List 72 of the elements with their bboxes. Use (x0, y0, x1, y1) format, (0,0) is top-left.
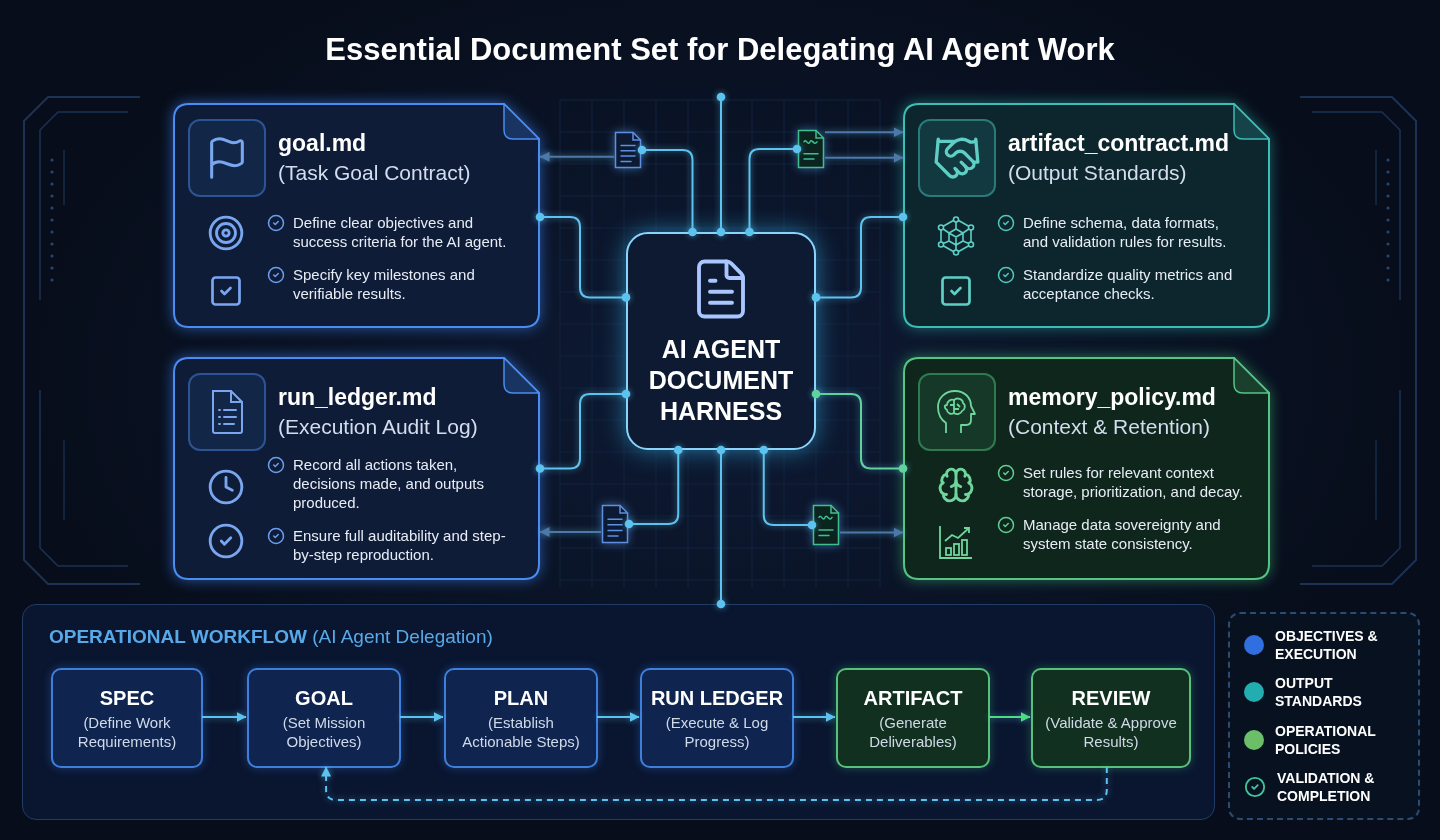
bullet-text: Set rules for relevant context storage, prioritization, and decay. (1023, 463, 1244, 501)
step-title: RUN LEDGER (650, 685, 784, 710)
dashed-arrow (321, 766, 1108, 801)
step-subtitle: (Set Mission Objectives) (281, 712, 367, 751)
bullet-text: Manage data sovereignty and system state consistency. (1023, 515, 1222, 553)
step-title: SPEC (99, 685, 155, 710)
legend-label: OPERATIONAL POLICIES (1275, 721, 1377, 758)
document-icon (601, 504, 629, 544)
card-subtitle: (Execution Audit Log) (278, 414, 478, 440)
process-box (247, 668, 401, 768)
connector-line (811, 212, 908, 302)
bullet-text: Record all actions taken, decisions made, and outputs produced. (293, 455, 485, 512)
arrow (824, 152, 904, 163)
connector-line (716, 445, 726, 609)
card-subtitle: (Output Standards) (1008, 160, 1187, 186)
document-icon (614, 131, 642, 169)
legend-label: VALIDATION & COMPLETION (1277, 769, 1376, 805)
connector-line (811, 389, 908, 473)
document-card (173, 357, 540, 580)
card-title: memory_policy.md (1008, 383, 1216, 411)
bullet-text: Standardize quality metrics and acceptance checks. (1023, 265, 1234, 303)
card-title: artifact_contract.md (1008, 129, 1230, 157)
step-title: ARTIFACT (863, 685, 963, 710)
arrow (596, 712, 640, 722)
card-subtitle: (Task Goal Contract) (278, 160, 471, 186)
step-title: PLAN (493, 685, 549, 710)
bullet-text: Define schema, data formats, and validation rules for results. (1023, 213, 1228, 251)
document-card (173, 103, 540, 328)
hub-title: AI AGENT DOCUMENT HARNESS (647, 334, 795, 427)
arrow (839, 527, 904, 538)
document-icon (797, 129, 825, 169)
arrow (792, 712, 836, 722)
arrow (201, 712, 247, 722)
panel-heading: OPERATIONAL WORKFLOW (AI Agent Delegation) (49, 625, 493, 649)
process-box (836, 668, 990, 768)
workflow-panel (22, 604, 1215, 820)
arrow (539, 527, 602, 537)
process-box (1031, 668, 1191, 768)
legend-label: OBJECTIVES & EXECUTION (1275, 627, 1379, 663)
card-title: goal.md (278, 129, 367, 157)
connector-line (637, 145, 697, 237)
card-title: run_ledger.md (278, 383, 437, 411)
legend-label: OUTPUT STANDARDS (1275, 674, 1363, 711)
connector-line (716, 92, 726, 237)
step-title: REVIEW (1071, 685, 1151, 710)
connector-line (759, 445, 817, 530)
bullet-text: Define clear objectives and success criteria for the AI agent. (293, 213, 508, 251)
connector-line (624, 445, 683, 529)
process-box (51, 668, 203, 768)
arrow (399, 712, 444, 722)
bullet-text: Ensure full auditability and step-by-step reproduction. (293, 526, 507, 564)
document-card (903, 103, 1270, 328)
process-box (640, 668, 794, 768)
step-subtitle: (Generate Deliverables) (868, 712, 958, 751)
connector-line (745, 144, 802, 237)
connector-line (535, 212, 631, 302)
step-subtitle: (Establish Actionable Steps) (461, 712, 581, 751)
document-card (903, 357, 1270, 580)
arrow (988, 712, 1031, 722)
step-subtitle: (Define Work Requirements) (76, 712, 178, 751)
bullet-text: Specify key milestones and verifiable results. (293, 265, 476, 303)
step-title: GOAL (295, 685, 353, 710)
arrow (539, 151, 615, 162)
card-subtitle: (Context & Retention) (1008, 414, 1210, 440)
document-icon (812, 504, 840, 546)
hub-box (626, 232, 816, 450)
arrow (824, 127, 904, 138)
step-subtitle: (Validate & Approve Results) (1045, 712, 1177, 751)
connector-line (535, 389, 631, 473)
diagram-title: Essential Document Set for Delegating AI Agent Work (325, 31, 1115, 69)
process-box (444, 668, 598, 768)
step-subtitle: (Execute & Log Progress) (664, 712, 770, 751)
